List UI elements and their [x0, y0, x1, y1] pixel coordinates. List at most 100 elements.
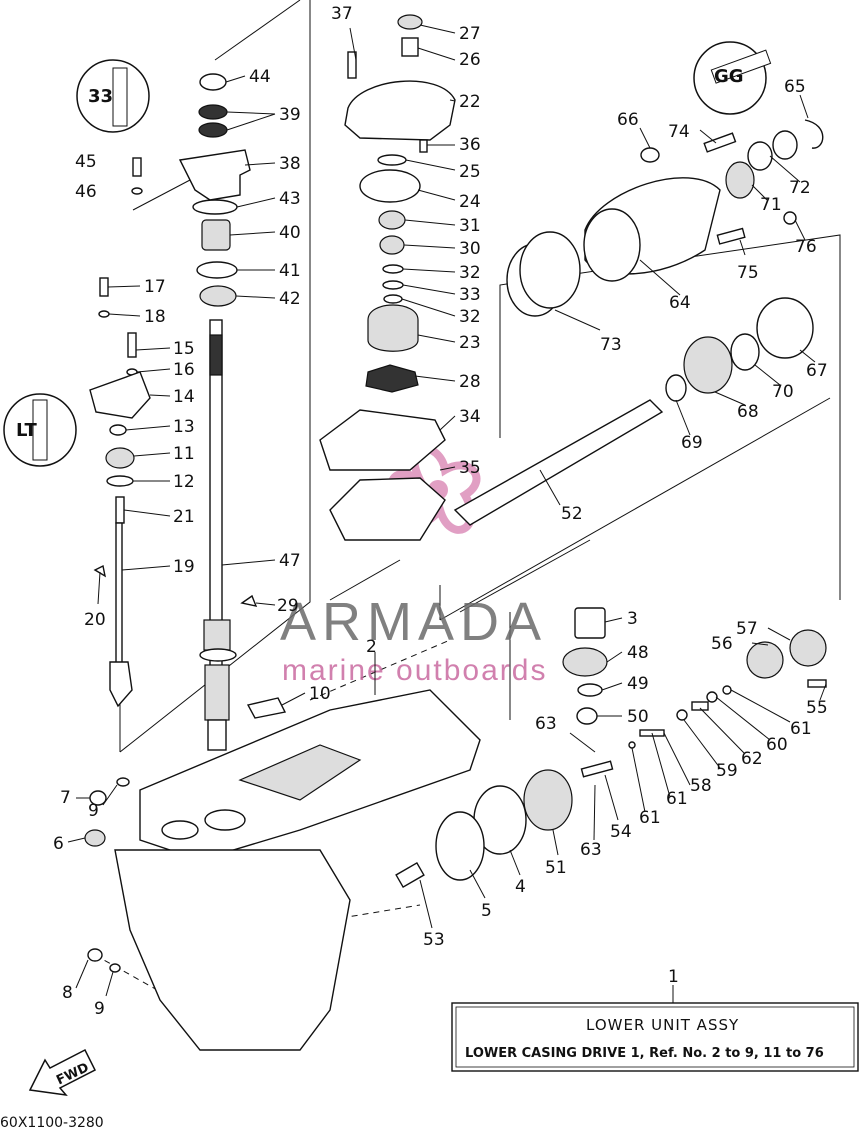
callout-20: 20 — [84, 610, 106, 630]
watermark-subtitle: marine outboards — [282, 654, 547, 687]
callout-61-b: 61 — [639, 808, 661, 828]
part-22 — [344, 80, 456, 141]
callout-69: 69 — [681, 433, 703, 453]
callout-63-b: 63 — [580, 840, 602, 860]
callout-10: 10 — [309, 684, 331, 704]
part-23 — [367, 304, 419, 352]
callout-43: 43 — [279, 189, 301, 209]
part-43 — [192, 199, 238, 215]
callout-63-a: 63 — [535, 714, 557, 734]
propeller-shaft-assembly — [395, 119, 827, 889]
casing-window — [238, 744, 362, 801]
part-48 — [562, 647, 608, 677]
part-72b — [772, 130, 798, 160]
shift-cam — [109, 661, 133, 708]
callout-71: 71 — [760, 195, 782, 215]
callout-35: 35 — [459, 458, 481, 478]
part-41 — [196, 261, 238, 279]
callout-52: 52 — [561, 504, 583, 524]
callout-14: 14 — [173, 387, 195, 407]
part-71 — [725, 161, 755, 199]
watermark-name: ARMADA — [280, 592, 547, 652]
part-62 — [691, 701, 709, 711]
part-56 — [746, 641, 784, 679]
shaft-pinion — [203, 619, 231, 651]
callout-30: 30 — [459, 239, 481, 259]
callout-62: 62 — [741, 749, 763, 769]
part-9b — [109, 963, 121, 973]
lower-casing — [114, 689, 481, 1051]
part-75 — [716, 227, 746, 245]
part-69 — [665, 374, 687, 402]
part-28 — [365, 364, 419, 393]
callout-1: 1 — [668, 967, 679, 987]
part-38 — [178, 149, 251, 201]
casing-bore-1 — [161, 820, 199, 840]
callout-70: 70 — [772, 382, 794, 402]
part-3 — [574, 607, 606, 639]
callout-21: 21 — [173, 507, 195, 527]
part-35 — [329, 477, 446, 541]
callout-56: 56 — [711, 634, 733, 654]
part-54 — [580, 760, 614, 778]
part-5 — [435, 811, 485, 881]
callout-58: 58 — [690, 776, 712, 796]
callout-39: 39 — [279, 105, 301, 125]
part-27 — [397, 14, 423, 30]
part-55 — [807, 679, 827, 688]
part-14 — [89, 371, 151, 419]
callout-47: 47 — [279, 551, 301, 571]
callout-9-b: 9 — [94, 999, 105, 1019]
callout-74: 74 — [668, 122, 690, 142]
part-36 — [419, 139, 428, 153]
callout-16: 16 — [173, 360, 195, 380]
callout-51: 51 — [545, 858, 567, 878]
part-57 — [789, 629, 827, 667]
badge-top-left: 33 — [76, 59, 150, 133]
callout-54: 54 — [610, 822, 632, 842]
part-44 — [199, 73, 227, 91]
callout-60: 60 — [766, 735, 788, 755]
legend-subtitle: LOWER CASING DRIVE 1, Ref. No. 2 to 9, 1… — [465, 1046, 824, 1061]
callout-33: 33 — [459, 285, 481, 305]
callout-41: 41 — [279, 261, 301, 281]
part-74 — [703, 132, 737, 153]
callout-45: 45 — [75, 152, 97, 172]
callout-8: 8 — [62, 983, 73, 1003]
callout-11: 11 — [173, 444, 195, 464]
part-17 — [99, 277, 109, 297]
callout-38: 38 — [279, 154, 301, 174]
part-42 — [199, 285, 237, 307]
callout-76: 76 — [795, 237, 817, 257]
callout-34: 34 — [459, 407, 481, 427]
badge-top-left-label: 33 — [88, 86, 113, 107]
callout-7: 7 — [60, 788, 71, 808]
part-61b — [628, 741, 636, 749]
callout-4: 4 — [515, 877, 526, 897]
part-73b — [519, 231, 581, 309]
part-39a — [198, 104, 228, 120]
badge-mid-left-label: LT — [16, 420, 37, 441]
part-67 — [756, 297, 814, 359]
callout-75: 75 — [737, 263, 759, 283]
legend-title: LOWER UNIT ASSY — [586, 1016, 739, 1034]
part-12 — [106, 475, 134, 487]
part-13 — [109, 424, 127, 436]
callout-42: 42 — [279, 289, 301, 309]
part-34 — [319, 409, 446, 471]
callout-29: 29 — [277, 596, 299, 616]
callout-25: 25 — [459, 162, 481, 182]
shaft-end — [207, 719, 227, 751]
part-72a — [747, 141, 773, 171]
part-30 — [379, 235, 405, 255]
part-9a — [116, 777, 130, 787]
callout-66: 66 — [617, 110, 639, 130]
callout-32-b: 32 — [459, 307, 481, 327]
callout-53: 53 — [423, 930, 445, 950]
callout-55: 55 — [806, 698, 828, 718]
part-33 — [382, 280, 404, 290]
callout-48: 48 — [627, 643, 649, 663]
callout-15: 15 — [173, 339, 195, 359]
callout-22: 22 — [459, 92, 481, 112]
part-25 — [377, 154, 407, 166]
